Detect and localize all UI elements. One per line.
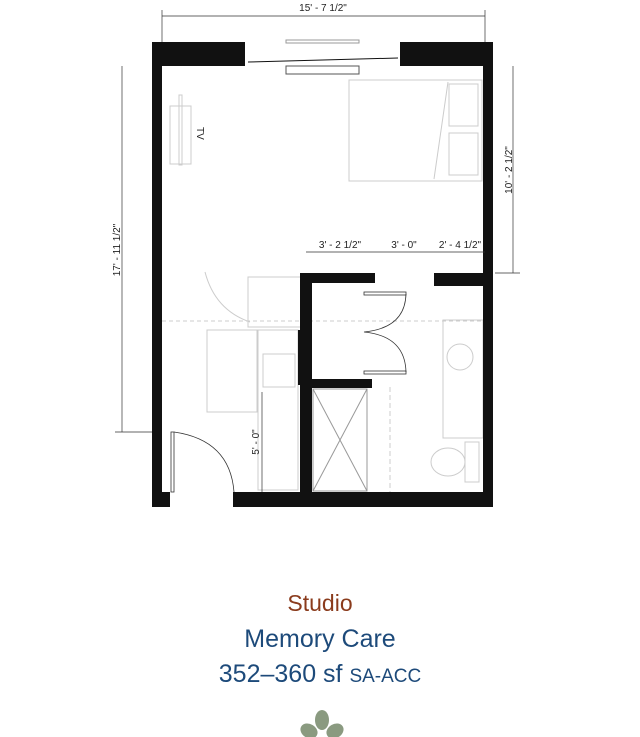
tv-stand [169, 105, 192, 165]
window [247, 39, 399, 75]
dim-bedroom-depth: 10' - 2 1/2" [504, 146, 515, 194]
bed [348, 79, 483, 182]
closet-door [363, 291, 407, 296]
dim-seg1: 3' - 2 1/2" [319, 240, 362, 251]
entry-door [170, 431, 175, 493]
care-type: Memory Care [244, 625, 396, 653]
chair-swing [204, 271, 251, 323]
area-value: 352–360 sf [218, 660, 343, 688]
vanity [442, 319, 484, 439]
toilet [430, 447, 466, 477]
kitchen-counter [206, 329, 258, 413]
leaf-logo-icon [300, 710, 344, 737]
kitchen-sink [262, 353, 296, 388]
fixtures [162, 79, 484, 492]
unit-code: SA-ACC [349, 666, 422, 687]
dimension-lines [115, 10, 520, 492]
dim-seg2: 3' - 0" [391, 240, 417, 251]
doors [170, 291, 407, 493]
shower [312, 388, 368, 492]
dim-overall-width: 15' - 7 1/2" [299, 3, 347, 14]
entry-door-swing [173, 431, 235, 493]
dim-kitchen: 5' - 0" [251, 429, 262, 455]
pillow [448, 132, 479, 176]
chair [247, 276, 304, 328]
unit-type: Studio [287, 590, 353, 616]
tv-label: TV [194, 127, 205, 140]
dim-overall-depth: 17' - 11 1/2" [112, 223, 123, 276]
unit-area: 352–360 sf SA-ACC [0, 660, 640, 689]
closet-door [363, 370, 407, 375]
bath-sink [446, 343, 474, 371]
dim-seg3: 2' - 4 1/2" [439, 240, 482, 251]
walls [152, 42, 493, 507]
pillow [448, 83, 479, 127]
